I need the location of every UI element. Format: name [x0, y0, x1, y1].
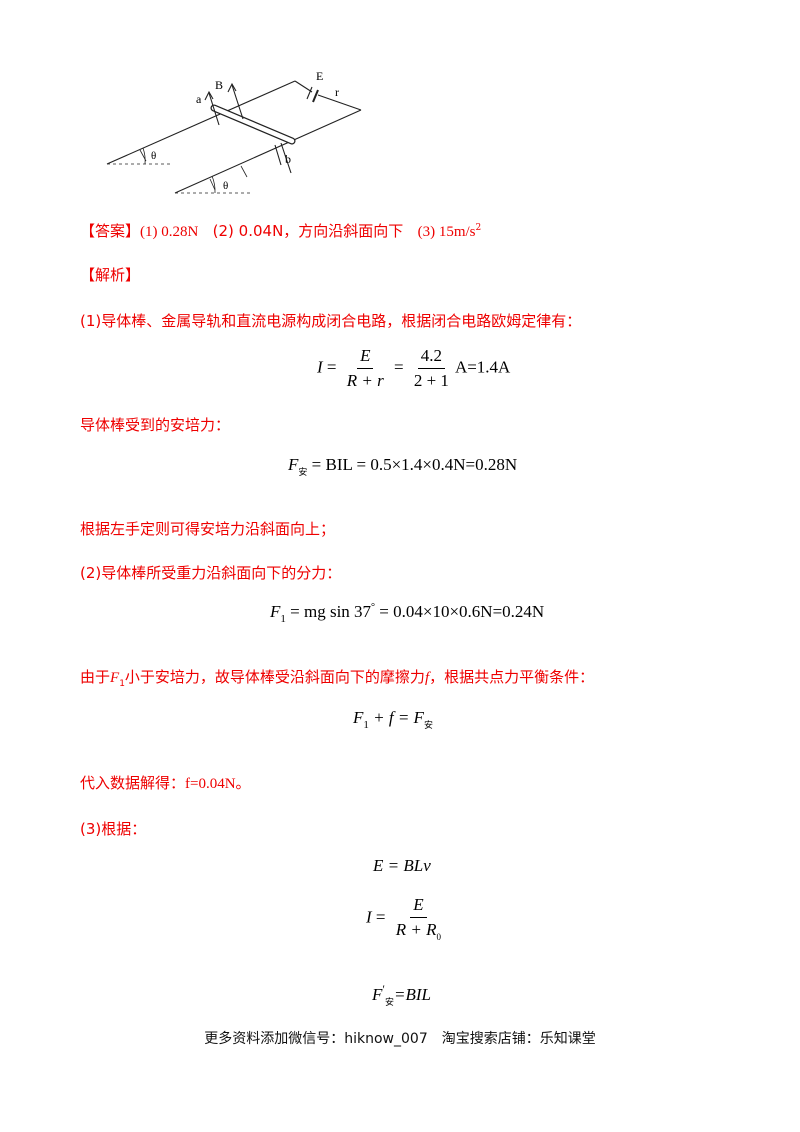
para6-pre: 代入数据解得： — [80, 774, 186, 792]
eq3-sub: 1 — [280, 613, 286, 625]
equation-ampere-force: F安 = BIL = 0.5×1.4×0.4N=0.28N — [288, 455, 518, 478]
equation-balance: F1 + f = F安 — [353, 708, 433, 731]
paragraph-6: 代入数据解得：f=0.04N。 — [80, 772, 251, 793]
rail-lower — [174, 109, 362, 194]
para5-post: ，根据共点力平衡条件： — [429, 668, 595, 686]
eq4-sub: 1 — [363, 719, 369, 731]
eq1-tail: A=1.4A — [454, 357, 511, 377]
eq1-lhs: I — [317, 357, 323, 377]
equation-current-2: I = E R + R0 — [366, 895, 447, 942]
para5-sub: 1 — [119, 679, 125, 689]
label-r: r — [335, 85, 339, 99]
eq1-equals: = — [322, 357, 341, 377]
answer-line: 【答案】(1) 0.28N (2) 0.04N，方向沿斜面向下 (3) 15m/… — [80, 220, 481, 241]
answer-part2: (2) 0.04N，方向沿斜面向下 — [212, 222, 404, 240]
label-B: B — [215, 78, 223, 92]
eq4-F: F — [353, 708, 364, 727]
paragraph-7: (3)根据： — [80, 820, 147, 838]
eq3-rest: = 0.04×10×0.6N=0.24N — [375, 602, 545, 621]
para6-val: f=0.04N。 — [185, 776, 251, 792]
equation-gravity-component: F1 = mg sin 37° = 0.04×10×0.6N=0.24N — [270, 602, 545, 625]
label-E: E — [316, 69, 323, 83]
eq2-rest: = BIL = 0.5×1.4×0.4N=0.28N — [307, 455, 518, 474]
label-a: a — [196, 92, 202, 106]
answer-part3-sup: 2 — [475, 223, 482, 233]
eq6-num: E — [410, 895, 427, 918]
eq1-fraction-2: 4.2 2 + 1 — [411, 346, 452, 391]
eq7-prime: ′ — [382, 982, 386, 996]
eq3-deg: ° — [371, 602, 376, 613]
eq6-equals: = — [371, 907, 390, 927]
eq1-equals-2: = — [389, 357, 408, 377]
label-theta-lower: θ — [223, 180, 228, 192]
eq7-rest: =BIL — [394, 985, 432, 1004]
eq3-F: F — [270, 602, 281, 621]
eq1-fraction-1: E R + r — [344, 346, 387, 391]
eq4-plus: + f = F — [368, 708, 424, 727]
answer-part3: (3) 15m/s — [417, 224, 476, 240]
para5-pre: 由于 — [80, 668, 111, 686]
inclined-rails-diagram: a B E r b θ θ — [106, 69, 362, 194]
eq1-num2: 4.2 — [417, 346, 446, 369]
equation-ampere-force-2: F′ 安=BIL — [372, 982, 432, 1008]
para5-f: f — [424, 670, 430, 686]
eq1-num1: E — [357, 346, 374, 369]
eq1-den2: 2 + 1 — [413, 371, 449, 390]
eq6-den: R + R — [395, 920, 437, 939]
paragraph-4: (2)导体棒所受重力沿斜面向下的分力： — [80, 564, 342, 582]
answer-bracket: 【答案】 — [80, 222, 141, 240]
para5-mid: 小于安培力，故导体棒受沿斜面向下的摩擦力 — [124, 668, 425, 686]
equation-current: I = E R + r = 4.2 2 + 1 A=1.4A — [317, 346, 510, 391]
paragraph-2: 导体棒受到的安培力： — [80, 416, 231, 434]
eq6-fraction: E R + R0 — [393, 895, 444, 942]
eq2-F: F — [288, 455, 299, 474]
eq4-sub2: 安 — [423, 721, 433, 731]
eq6-lhs: I — [366, 907, 372, 927]
label-b: b — [285, 152, 291, 166]
paragraph-3: 根据左手定则可得安培力沿斜面向上； — [80, 520, 336, 538]
para5-F: F — [110, 670, 120, 686]
eq2-sub: 安 — [298, 468, 308, 478]
label-theta-upper: θ — [151, 150, 156, 162]
eq3-mid: = mg sin 37 — [285, 602, 372, 621]
equation-emf: E = BLv — [373, 856, 431, 875]
eq6-den-sub: 0 — [436, 932, 442, 942]
paragraph-5: 由于F1小于安培力，故导体棒受沿斜面向下的摩擦力f，根据共点力平衡条件： — [80, 666, 594, 689]
answer-part1: (1) 0.28N — [140, 224, 199, 240]
analysis-heading: 【解析】 — [80, 266, 141, 284]
eq7-F: F — [372, 985, 383, 1004]
eq7-sub: 安 — [385, 998, 395, 1008]
footer-watermark: 更多资料添加微信号：hiknow_007 淘宝搜索店铺：乐知课堂 — [204, 1031, 596, 1047]
paragraph-1: (1)导体棒、金属导轨和直流电源构成闭合电路，根据闭合电路欧姆定律有： — [80, 312, 582, 330]
eq1-den1: R + r — [346, 371, 384, 390]
rail-upper — [106, 80, 296, 165]
